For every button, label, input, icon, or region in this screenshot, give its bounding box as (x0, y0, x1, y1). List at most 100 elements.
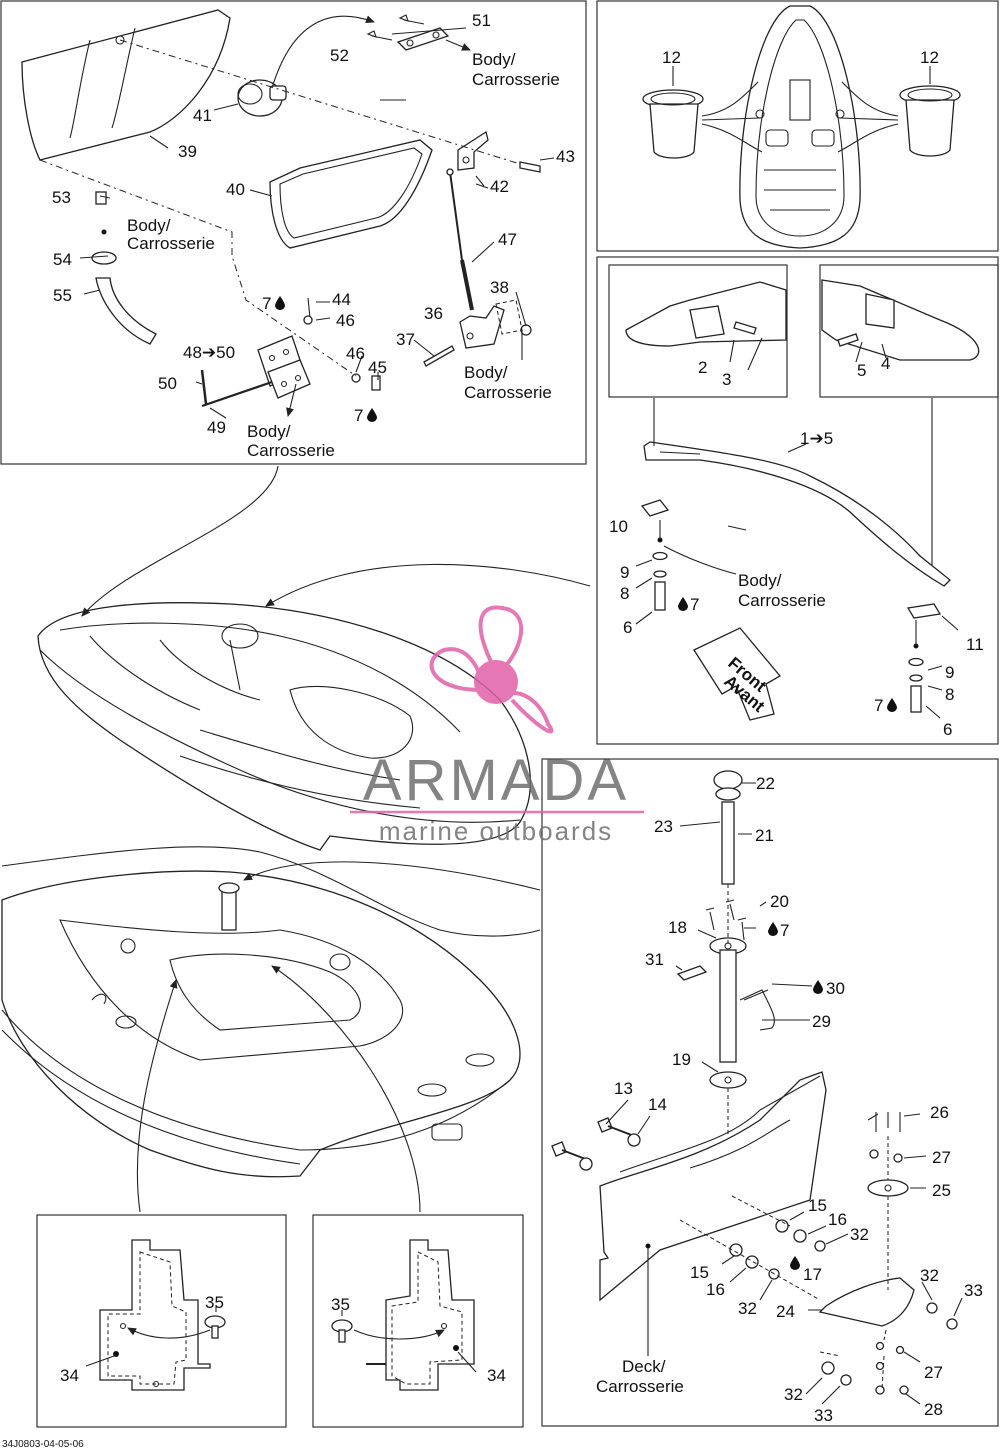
handle-end-2-3 (625, 281, 787, 347)
part-number-44: 44 (332, 290, 351, 309)
boat-leader-handle (265, 563, 591, 607)
part-number-32-d: 32 (784, 1385, 803, 1404)
part-29-spring-clip (739, 989, 775, 1031)
part-number-31: 31 (645, 950, 664, 969)
part-number-39: 39 (178, 142, 197, 161)
part-number-9-b: 9 (945, 663, 954, 682)
part-number-38: 38 (490, 278, 509, 297)
arrow-body-51 (445, 39, 471, 51)
panel-detail-left (36, 1214, 287, 1428)
washer-46a (303, 315, 313, 325)
screw-51a (398, 14, 425, 25)
part-18-flange (709, 937, 747, 955)
part-number-27-b: 27 (924, 1363, 943, 1382)
label-body-e: Body/ (738, 571, 782, 590)
label-deck: Deck/ (622, 1357, 666, 1376)
pin-49 (201, 380, 273, 408)
part-48-50-hinge (257, 335, 311, 399)
part-number-3: 3 (722, 370, 731, 389)
part-number-11: 11 (966, 635, 984, 654)
part-number-24: 24 (776, 1302, 795, 1321)
washer-14b (579, 1157, 593, 1171)
part-number-23: 23 (654, 817, 673, 836)
part-number-32-c: 32 (738, 1299, 757, 1318)
part-31-key (676, 965, 708, 981)
part-number-15-b: 15 (690, 1263, 709, 1282)
close-up-arrow-b (271, 965, 421, 1213)
deck-dot (645, 1243, 651, 1249)
part-25-flange (867, 1179, 909, 1197)
label-7-a: 7 (262, 294, 271, 313)
bolts-13 (551, 1117, 635, 1161)
fasteners-right (908, 643, 924, 713)
drop-icon-45 (367, 408, 377, 422)
leaders-cup-right (837, 66, 931, 153)
part-number-10: 10 (609, 517, 628, 536)
close-up-curve-top (1, 846, 541, 937)
part-number-51: 51 (472, 11, 491, 30)
pad-10 (640, 499, 670, 517)
label-body-d: Body/ (247, 422, 291, 441)
grab-handle (643, 441, 951, 587)
part-number-2: 2 (698, 358, 707, 377)
pad-11 (906, 603, 942, 619)
part-number-8-a: 8 (620, 584, 629, 603)
label-7-b: 7 (354, 406, 363, 425)
bolt-37 (423, 345, 455, 367)
part-number-9-a: 9 (620, 563, 629, 582)
drop-icon-44 (275, 296, 285, 310)
part-number-14: 14 (648, 1095, 667, 1114)
watermark-tagline: marine outboards (379, 816, 613, 846)
deck-flange (619, 1075, 821, 1173)
bolt-43 (519, 161, 541, 173)
close-up-arrow-a (136, 979, 178, 1213)
cup-holder-right (899, 85, 961, 157)
label-carrosserie-e: Carrosserie (738, 591, 826, 610)
part-number-32-a: 32 (850, 1225, 869, 1244)
part-number-6-b: 6 (943, 720, 952, 739)
label-48-to-50: 48➔50 (183, 343, 235, 362)
part-22-cap (713, 770, 743, 801)
part-number-45: 45 (368, 358, 387, 377)
part-number-36: 36 (424, 304, 443, 323)
screw-44 (307, 297, 311, 319)
propeller-logo-icon (429, 605, 554, 734)
part-number-26: 26 (930, 1103, 949, 1122)
part-number-4: 4 (881, 354, 890, 373)
part-number-5: 5 (857, 361, 866, 380)
part-number-54: 54 (53, 250, 72, 269)
part-number-34-a: 34 (60, 1366, 79, 1385)
label-carrosserie-b: Carrosserie (127, 234, 215, 253)
part-number-19: 19 (672, 1050, 691, 1069)
label-7-e: 7 (780, 921, 789, 940)
detail-right-arrow (353, 1329, 445, 1340)
part-number-20: 20 (770, 892, 789, 911)
part-number-29: 29 (812, 1012, 831, 1031)
label-carrosserie-a: Carrosserie (472, 70, 560, 89)
part-number-27-a: 27 (932, 1148, 951, 1167)
part-53-55-drain (91, 191, 157, 345)
deck-curve (689, 1119, 791, 1169)
boat-deck-close-up (1, 870, 521, 1178)
part-number-28: 28 (924, 1400, 943, 1419)
washer-14a (627, 1133, 641, 1147)
nuts-27-28-33 (821, 1302, 958, 1395)
detail-right-profile (366, 1239, 475, 1391)
drop-icon-30 (813, 980, 823, 994)
post-arrow (243, 861, 541, 891)
part-number-50: 50 (158, 374, 177, 393)
boat-top-view (739, 5, 861, 249)
part-19-flange (709, 1071, 747, 1089)
part-number-35-b: 35 (331, 1295, 350, 1314)
boat-leader-top (81, 465, 279, 617)
part-number-22: 22 (756, 774, 775, 793)
part-number-25: 25 (932, 1181, 951, 1200)
part-35-push-rivet-right (331, 1319, 353, 1343)
label-30: 30 (826, 979, 845, 998)
part-number-6-a: 6 (623, 618, 632, 637)
part-42-bracket (457, 130, 489, 171)
watermark-brand: ARMADA (363, 748, 629, 813)
washer-46b (351, 373, 361, 383)
drop-icon-6l (678, 597, 688, 611)
watermark: ARMADA marine outboards (350, 605, 644, 846)
